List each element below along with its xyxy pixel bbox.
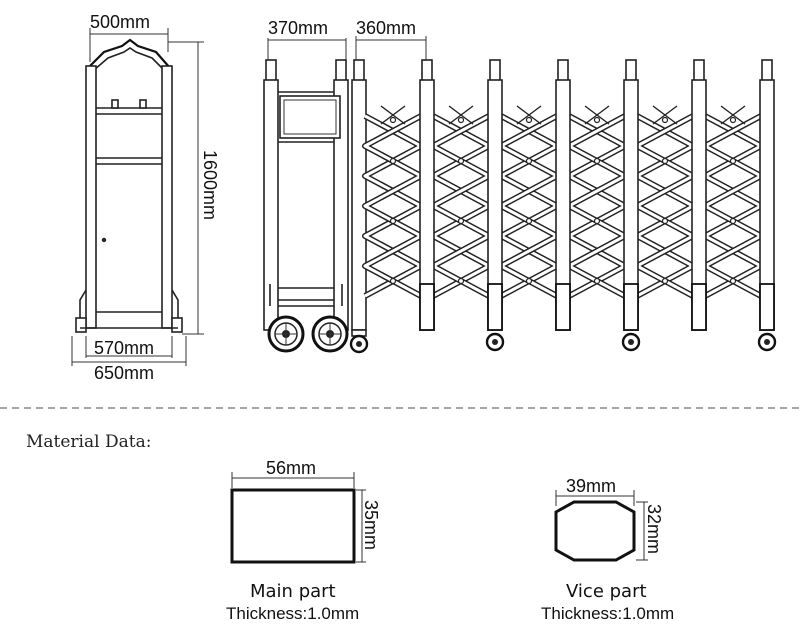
material-heading: Material Data:	[26, 432, 151, 452]
dim-front-pitch: 360mm	[356, 18, 416, 38]
ear	[516, 105, 542, 125]
ear	[720, 105, 746, 125]
gate-post	[691, 59, 707, 331]
side-post-left	[85, 65, 97, 329]
pivot	[525, 277, 533, 285]
pivot	[593, 157, 601, 165]
post-foot	[487, 283, 503, 331]
pivot	[389, 217, 397, 225]
pivot	[593, 277, 601, 285]
vice-part-width: 39mm	[566, 476, 616, 496]
pivot	[593, 116, 601, 124]
dim-side-width-outer: 650mm	[94, 363, 154, 383]
ear	[652, 105, 678, 125]
side-lock-dot	[101, 237, 107, 243]
pivot	[457, 116, 465, 124]
pivot	[389, 157, 397, 165]
post-cap	[693, 59, 705, 83]
post-foot	[623, 283, 639, 331]
gate-posts	[419, 59, 777, 352]
caster-hub	[492, 339, 498, 345]
pivot	[661, 277, 669, 285]
scissor-arm-inner	[363, 114, 423, 298]
main-part-profile: 56mm 35mm Main part Thickness:1.0mm	[226, 458, 381, 623]
pivot	[661, 157, 669, 165]
side-post-right	[161, 65, 173, 329]
gate-post	[485, 59, 505, 352]
pivot	[729, 277, 737, 285]
ear	[380, 105, 406, 125]
front-wheel-right	[311, 315, 349, 353]
vice-part-title: Vice part	[566, 581, 647, 602]
main-part-height: 35mm	[361, 500, 381, 550]
gate-post	[621, 59, 641, 352]
pivot	[729, 217, 737, 225]
main-part-rect	[230, 488, 356, 564]
ear	[584, 105, 610, 125]
ear	[448, 105, 474, 125]
pivot	[457, 157, 465, 165]
vice-part-height: 32mm	[644, 504, 664, 554]
post-cap	[625, 59, 637, 83]
dim-side-width-inner: 570mm	[94, 338, 154, 358]
gate-post	[555, 59, 571, 331]
vice-part-thickness: Thickness:1.0mm	[541, 604, 674, 623]
dim-side-width-top: 500mm	[90, 12, 150, 32]
gate-post	[419, 59, 435, 331]
side-view: 500mm 1600mm 570mm 650mm	[71, 12, 220, 383]
post-cap	[489, 59, 501, 83]
caster-hub	[628, 339, 634, 345]
front-wheel-left	[267, 315, 305, 353]
pivot	[729, 116, 737, 124]
gate-post	[757, 59, 777, 352]
pivot	[661, 116, 669, 124]
pivot	[729, 157, 737, 165]
pivot	[525, 157, 533, 165]
post-foot	[419, 283, 435, 331]
pivot	[525, 217, 533, 225]
front-head-unit	[263, 59, 349, 353]
main-part-thickness: Thickness:1.0mm	[226, 604, 359, 623]
dim-front-head-width: 370mm	[268, 18, 328, 38]
front-view: 370mm 360mm	[263, 18, 777, 354]
post-cap	[557, 59, 569, 83]
vice-part-shape	[554, 500, 636, 562]
pivot	[389, 116, 397, 124]
pivot	[661, 217, 669, 225]
main-part-width: 56mm	[266, 458, 316, 478]
front-control-panel	[279, 95, 341, 139]
vice-part-profile: 39mm 32mm Vice part Thickness:1.0mm	[541, 476, 674, 623]
pivot	[457, 217, 465, 225]
pivot	[457, 277, 465, 285]
side-head-arch	[87, 38, 171, 69]
pivot	[525, 116, 533, 124]
main-part-title: Main part	[250, 581, 336, 602]
post-foot	[691, 283, 707, 331]
post-foot	[555, 283, 571, 331]
pivot	[593, 217, 601, 225]
dim-side-height: 1600mm	[200, 150, 220, 220]
post-foot	[759, 283, 775, 331]
pivot	[389, 277, 397, 285]
caster-hub	[764, 339, 770, 345]
post-cap	[761, 59, 773, 83]
post-cap	[421, 59, 433, 83]
